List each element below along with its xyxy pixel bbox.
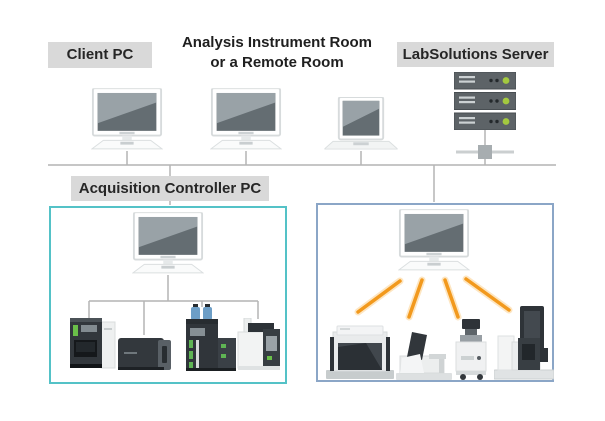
network-switch-icon (456, 145, 514, 159)
room-title-line2: or a Remote Room (210, 54, 344, 71)
probe-station-icon (396, 332, 452, 380)
sample-analyzer-icon (237, 318, 280, 370)
desktop-pc-icon (91, 88, 163, 151)
client-pc-label: Client PC (48, 42, 152, 68)
acquisition-controller-label: Acquisition Controller PC (71, 176, 269, 201)
laptop-icon (323, 97, 399, 151)
lc-tower-bottles-icon (186, 304, 236, 371)
desktop-pc-icon (132, 212, 204, 275)
hplc-autosampler-icon (70, 318, 116, 369)
desktop-pc-icon (398, 209, 470, 272)
gcms-box-icon (118, 338, 171, 370)
room-title-line1: Analysis Instrument Room (181, 34, 373, 51)
cart-analyzer-icon (455, 319, 487, 380)
room-title: Analysis Instrument Room or a Remote Roo… (172, 33, 382, 73)
analytical-balance-icon (326, 325, 394, 379)
spectrometer-tower-icon (494, 306, 554, 380)
server-rack-icon (454, 72, 516, 130)
labsolutions-server-label: LabSolutions Server (397, 42, 554, 67)
desktop-pc-icon (210, 88, 282, 151)
